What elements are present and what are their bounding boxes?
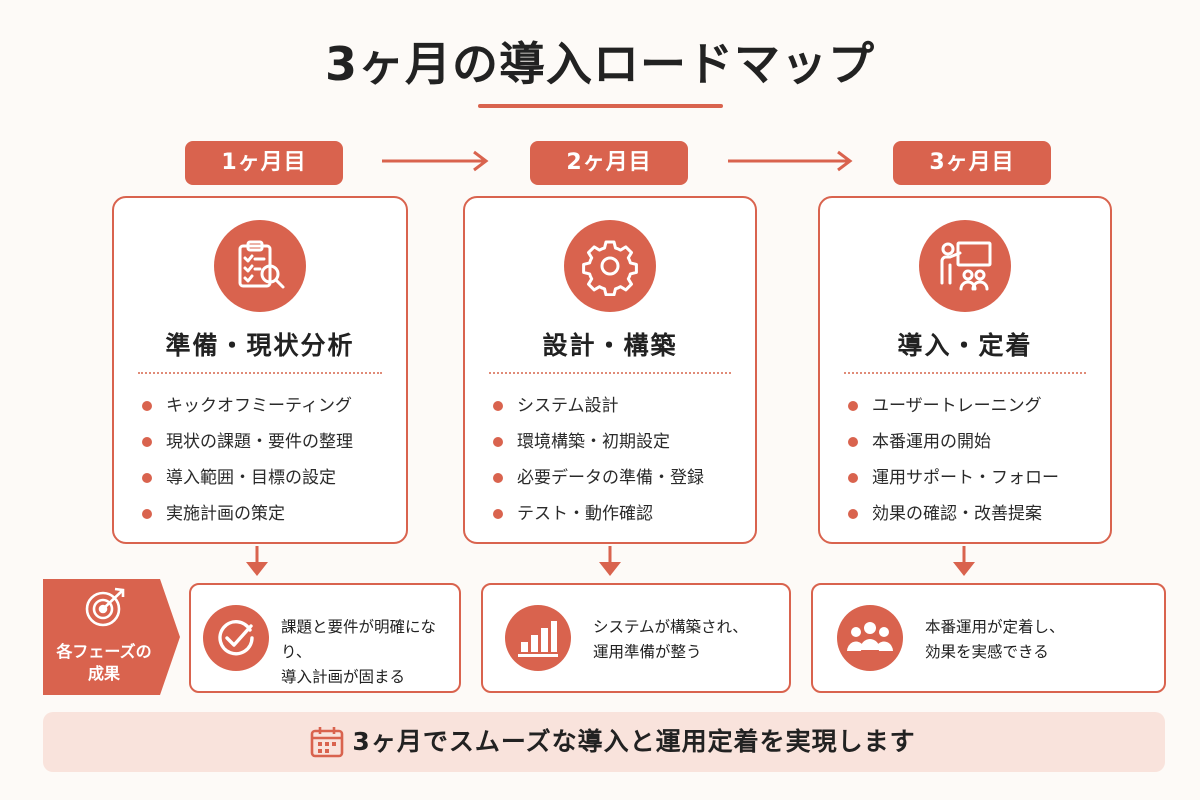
clipboard-search-icon — [214, 220, 306, 312]
task-list-2: システム設計 環境構築・初期設定 必要データの準備・登録 テスト・動作確認 — [493, 390, 745, 534]
phase-divider-3 — [844, 372, 1086, 374]
task-label: システム設計 — [517, 396, 619, 416]
flow-arrow-1 — [382, 150, 489, 172]
bullet-icon — [142, 437, 152, 447]
down-arrow-3 — [953, 546, 975, 576]
task-label: 効果の確認・改善提案 — [872, 504, 1042, 524]
bullet-icon — [142, 509, 152, 519]
phase-card-3: 導入・定着 ユーザートレーニング 本番運用の開始 運用サポート・フォロー 効果の… — [818, 196, 1112, 544]
task-label: キックオフミーティング — [166, 396, 352, 416]
task-label: 導入範囲・目標の設定 — [166, 468, 336, 488]
outcome-label-line2: 成果 — [87, 664, 120, 683]
outcome-card-3: 本番運用が定着し、 効果を実感できる — [811, 583, 1166, 693]
task-label: 本番運用の開始 — [872, 432, 991, 452]
task-item: 環境構築・初期設定 — [493, 426, 745, 462]
outcome-label: 各フェーズの 成果 — [43, 579, 180, 695]
month-badge-3: 3ヶ月目 — [893, 141, 1051, 185]
task-item: 必要データの準備・登録 — [493, 462, 745, 498]
down-arrow-1 — [246, 546, 268, 576]
task-label: 運用サポート・フォロー — [872, 468, 1059, 488]
task-item: ユーザートレーニング — [848, 390, 1100, 426]
outcome-text-line1: システムが構築され、 — [593, 618, 748, 636]
page-title: 3ヶ月の導入ロードマップ — [324, 37, 875, 91]
calendar-icon — [310, 727, 344, 758]
task-item: 現状の課題・要件の整理 — [142, 426, 396, 462]
outcome-text-line2: 効果を実感できる — [925, 643, 1049, 661]
outcome-label-line1: 各フェーズの — [56, 642, 152, 661]
down-arrow-2 — [599, 546, 621, 576]
bullet-icon — [848, 437, 858, 447]
phase-divider-2 — [489, 372, 731, 374]
task-item: 本番運用の開始 — [848, 426, 1100, 462]
bar-chart-icon — [505, 605, 571, 671]
outcome-card-1: 課題と要件が明確になり、 導入計画が固まる — [189, 583, 461, 693]
bullet-icon — [493, 437, 503, 447]
task-label: 実施計画の策定 — [166, 504, 285, 524]
phase-card-1: 準備・現状分析 キックオフミーティング 現状の課題・要件の整理 導入範囲・目標の… — [112, 196, 408, 544]
bullet-icon — [848, 401, 858, 411]
phase-title-3: 導入・定着 — [897, 331, 1033, 360]
target-icon — [85, 587, 125, 627]
outcome-card-2: システムが構築され、 運用準備が整う — [481, 583, 791, 693]
outcome-text-line1: 本番運用が定着し、 — [925, 618, 1065, 636]
month-badge-1: 1ヶ月目 — [185, 141, 343, 185]
phase-title-2: 設計・構築 — [542, 331, 678, 360]
outcome-text-line2: 運用準備が整う — [593, 643, 702, 661]
bullet-icon — [848, 473, 858, 483]
month-badge-2: 2ヶ月目 — [530, 141, 688, 185]
presentation-training-icon — [919, 220, 1011, 312]
outcome-text-line2: 導入計画が固まる — [281, 668, 406, 686]
task-label: 現状の課題・要件の整理 — [166, 432, 353, 452]
task-item: システム設計 — [493, 390, 745, 426]
bullet-icon — [493, 473, 503, 483]
task-label: テスト・動作確認 — [517, 504, 653, 524]
task-item: テスト・動作確認 — [493, 498, 745, 534]
summary-text: 3ヶ月でスムーズな導入と運用定着を実現します — [352, 727, 916, 756]
task-item: 導入範囲・目標の設定 — [142, 462, 396, 498]
team-group-icon — [837, 605, 903, 671]
gear-icon — [564, 220, 656, 312]
task-item: キックオフミーティング — [142, 390, 396, 426]
task-item: 運用サポート・フォロー — [848, 462, 1100, 498]
outcome-text-line1: 課題と要件が明確になり、 — [281, 618, 437, 661]
task-label: ユーザートレーニング — [872, 396, 1042, 416]
task-item: 実施計画の策定 — [142, 498, 396, 534]
title-underline — [478, 104, 723, 108]
task-label: 必要データの準備・登録 — [517, 468, 704, 488]
task-item: 効果の確認・改善提案 — [848, 498, 1100, 534]
bullet-icon — [142, 473, 152, 483]
task-list-1: キックオフミーティング 現状の課題・要件の整理 導入範囲・目標の設定 実施計画の… — [142, 390, 396, 534]
task-label: 環境構築・初期設定 — [517, 432, 670, 452]
phase-title-1: 準備・現状分析 — [165, 331, 355, 360]
bullet-icon — [142, 401, 152, 411]
summary-bar: 3ヶ月でスムーズな導入と運用定着を実現します — [43, 712, 1165, 772]
checkmark-circle-icon — [203, 605, 269, 671]
bullet-icon — [493, 401, 503, 411]
task-list-3: ユーザートレーニング 本番運用の開始 運用サポート・フォロー 効果の確認・改善提… — [848, 390, 1100, 534]
phase-divider-1 — [138, 372, 382, 374]
phase-card-2: 設計・構築 システム設計 環境構築・初期設定 必要データの準備・登録 テスト・動… — [463, 196, 757, 544]
bullet-icon — [848, 509, 858, 519]
flow-arrow-2 — [728, 150, 853, 172]
bullet-icon — [493, 509, 503, 519]
